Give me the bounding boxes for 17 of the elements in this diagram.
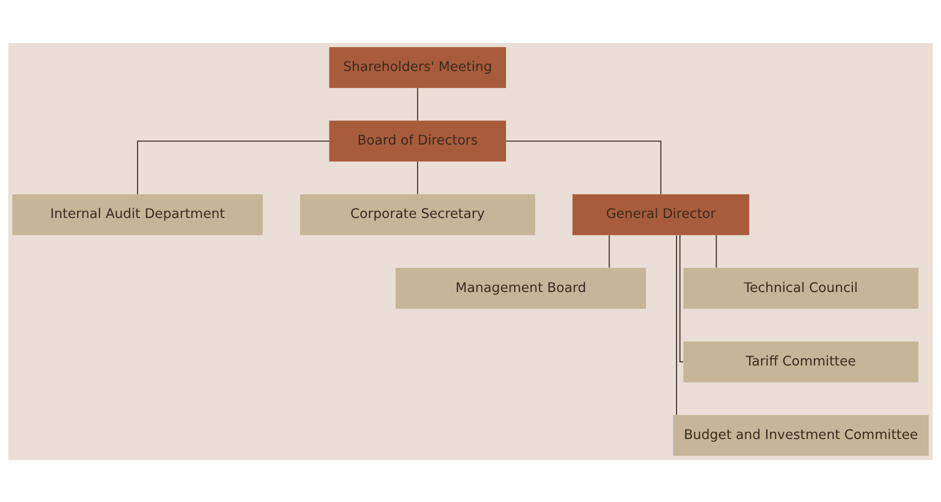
- connector: [137, 140, 329, 194]
- connector: [417, 161, 418, 194]
- node-box: Shareholders' Meeting: [329, 46, 506, 88]
- connector: [417, 88, 418, 120]
- node-box: Management Board: [396, 267, 646, 308]
- node-box: General Director: [572, 194, 750, 235]
- connector: [676, 234, 678, 414]
- connector: [608, 234, 610, 268]
- node-box: Budget and Investment Committee: [673, 414, 929, 456]
- node-box: Tariff Committee: [683, 340, 918, 382]
- connector: [679, 234, 684, 362]
- node-box: Corporate Secretary: [300, 194, 536, 235]
- node-box: Internal Audit Department: [12, 194, 263, 235]
- connector: [506, 140, 662, 194]
- connector: [716, 234, 717, 268]
- node-box: Technical Council: [683, 267, 918, 308]
- node-box: Board of Directors: [329, 120, 506, 162]
